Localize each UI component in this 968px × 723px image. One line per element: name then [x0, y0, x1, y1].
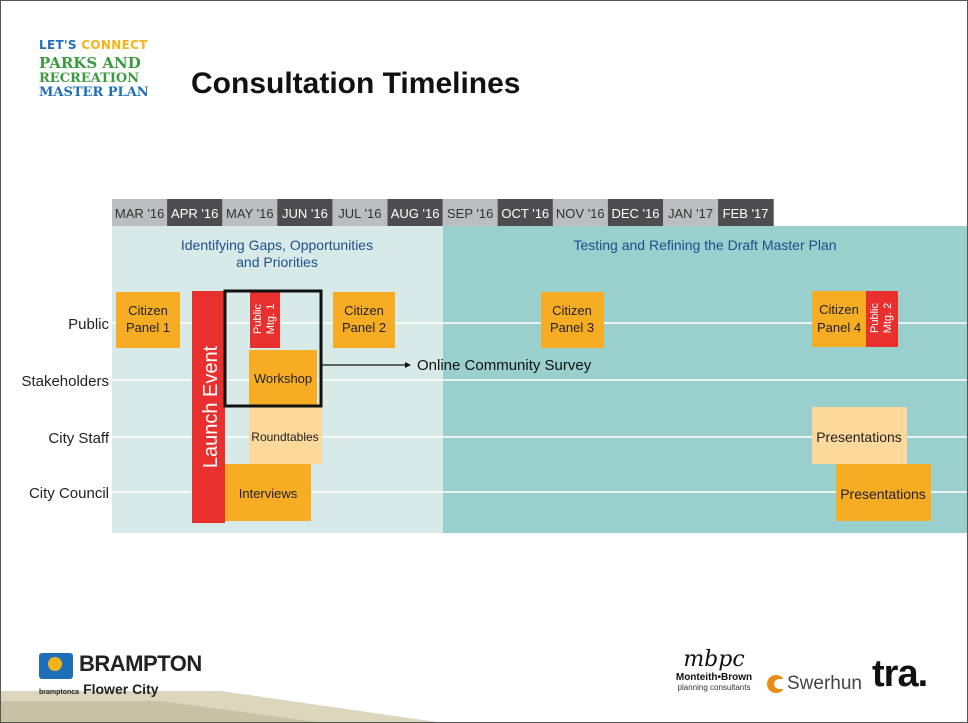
month-label: FEB '17	[723, 206, 769, 221]
presentations-city-council: Presentations	[836, 464, 931, 521]
month-label: OCT '16	[501, 206, 549, 221]
public-meeting-2: Public Mtg. 2	[866, 291, 898, 347]
public-meeting-1: Public Mtg. 1	[250, 291, 280, 348]
svg-text:Mtg. 2: Mtg. 2	[882, 303, 894, 334]
month-cell	[277, 199, 333, 226]
svg-text:Citizen: Citizen	[344, 303, 384, 318]
presentations-city-staff: Presentations	[812, 407, 907, 464]
svg-text:Panel 4: Panel 4	[817, 320, 861, 335]
svg-text:Interviews: Interviews	[239, 486, 298, 501]
month-cell	[552, 199, 609, 226]
svg-text:Panel 1: Panel 1	[126, 320, 170, 335]
online-survey-label: Online Community Survey	[417, 357, 592, 374]
row-label-stakeholders: Stakeholders	[21, 373, 109, 390]
svg-text:Public: Public	[252, 304, 264, 334]
online-survey-arrow	[322, 362, 411, 368]
highlight-frame	[223, 289, 323, 408]
swerhun-c-icon	[767, 675, 785, 693]
month-cell	[663, 199, 719, 226]
row-label-city-council: City Council	[29, 485, 109, 502]
month-label: MAR '16	[115, 206, 164, 221]
month-cell	[332, 199, 388, 226]
svg-text:Workshop: Workshop	[254, 371, 312, 386]
month-cell	[718, 199, 774, 226]
svg-text:Panel 2: Panel 2	[342, 320, 386, 335]
month-label: MAY '16	[226, 206, 274, 221]
month-cell	[222, 199, 278, 226]
svg-text:Presentations: Presentations	[816, 429, 902, 445]
month-cell	[387, 199, 444, 226]
footer-stripe-dark	[1, 701, 317, 722]
month-cell	[607, 199, 664, 226]
month-cell	[497, 199, 554, 226]
month-label: NOV '16	[556, 206, 605, 221]
svg-text:Public: Public	[869, 303, 881, 333]
phase1-label-line1: Identifying Gaps, Opportunities	[181, 237, 373, 253]
svg-text:Citizen: Citizen	[819, 302, 859, 317]
month-cell	[167, 199, 223, 226]
svg-text:Panel 3: Panel 3	[550, 320, 594, 335]
brampton-flower-icon	[39, 653, 73, 679]
roundtables-box: Roundtables	[249, 407, 322, 464]
interviews-box: Interviews	[225, 464, 311, 521]
month-cell	[442, 199, 499, 226]
month-label: JUL '16	[338, 206, 381, 221]
svg-text:Citizen: Citizen	[128, 303, 168, 318]
svg-text:Roundtables: Roundtables	[251, 430, 318, 444]
svg-text:Citizen: Citizen	[552, 303, 592, 318]
tra-logo: tra.	[872, 653, 928, 695]
workshop-box: Workshop	[249, 350, 317, 405]
svg-text:Mtg. 1: Mtg. 1	[265, 304, 277, 335]
month-header: MAR '16 APR '16 MAY '16 JUN '16 JUL '16 AUG '…	[112, 199, 774, 226]
svg-text:Launch Event: Launch Event	[200, 345, 222, 468]
row-label-city-staff: City Staff	[48, 430, 109, 447]
lets-connect-logo: LET'S CONNECT PARKS AND RECREATION MASTE…	[39, 38, 149, 100]
month-label: JUN '16	[282, 206, 328, 221]
svg-text:Presentations: Presentations	[840, 486, 926, 502]
row-label-public: Public	[68, 316, 109, 333]
citizen-panel-2: Citizen Panel 2	[333, 292, 395, 348]
month-label: AUG '16	[391, 206, 440, 221]
month-label: JAN '17	[668, 206, 713, 221]
citizen-panel-4: Citizen Panel 4	[812, 291, 866, 347]
month-label: APR '16	[171, 206, 218, 221]
month-cell	[112, 199, 168, 226]
month-label: SEP '16	[447, 206, 493, 221]
monteith-brown-logo: mbpc Monteith•Brown planning consultants	[675, 647, 753, 692]
phase1-label-line2: and Priorities	[236, 254, 318, 270]
slide-title: Consultation Timelines	[191, 67, 521, 100]
citizen-panel-3: Citizen Panel 3	[541, 292, 604, 348]
month-label: DEC '16	[611, 206, 659, 221]
swerhun-logo: Swerhun	[767, 671, 867, 699]
launch-event-bar: Launch Event	[192, 291, 225, 523]
citizen-panel-1: Citizen Panel 1	[116, 292, 180, 348]
phase2-label: Testing and Refining the Draft Master Pl…	[573, 237, 836, 253]
